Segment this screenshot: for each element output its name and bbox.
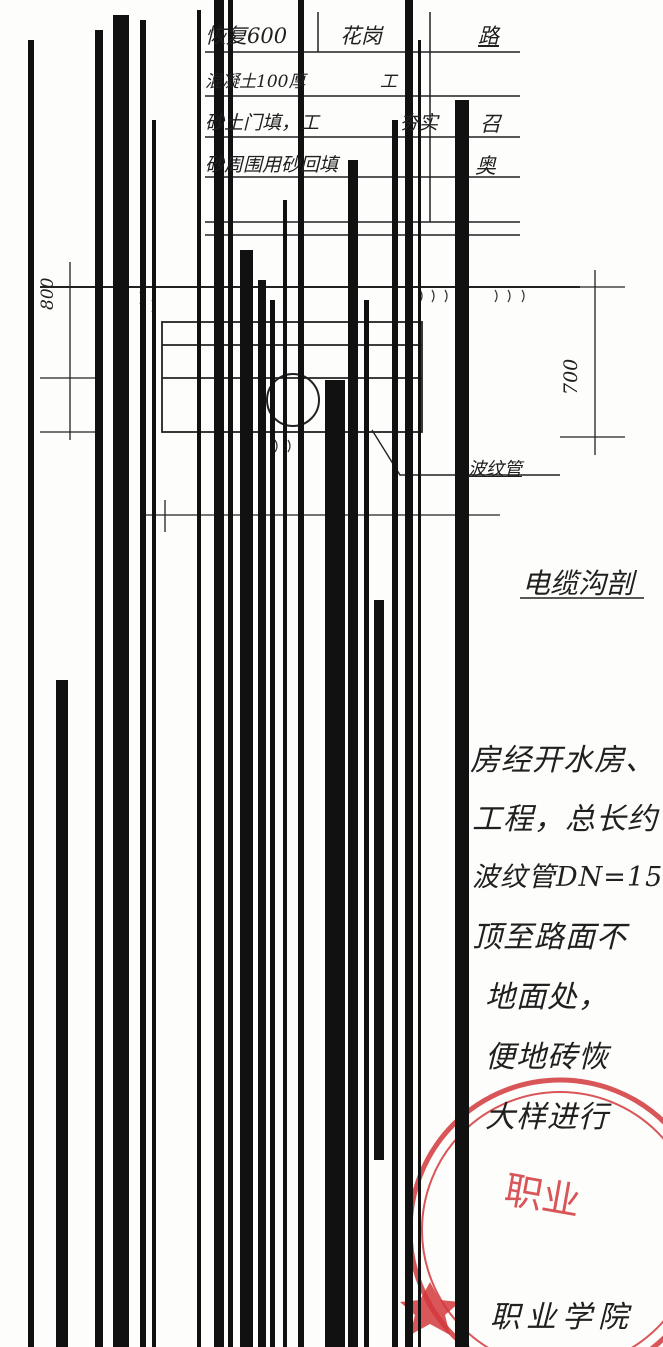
row3-left: 砂土门填，工 — [205, 112, 320, 134]
dimension-right-label: 700 — [560, 358, 582, 395]
pipe-label: 波纹管 — [468, 459, 522, 480]
row3-mid: 夯实 — [400, 112, 439, 134]
row4-right: 奥 — [475, 154, 496, 178]
note-line: 顶至路面不 — [472, 920, 627, 955]
trench-section — [161, 321, 423, 433]
row2-mid: 工 — [380, 72, 397, 92]
pipe-leader-line — [371, 429, 560, 476]
right-dimension — [560, 270, 625, 455]
conduit-pipe — [266, 373, 320, 427]
dimension-left-label: 800 — [38, 277, 58, 310]
row1-right: 路 — [478, 24, 499, 48]
row1-left: 恢复600 — [205, 24, 288, 48]
note-line: 波纹管DN=15 — [472, 862, 663, 893]
note-line: 大样进行 — [485, 1100, 609, 1135]
seal-footer-text: 职业学院 — [490, 1300, 634, 1335]
row1-mid: 花岗 — [340, 24, 382, 48]
seal-star — [400, 1282, 460, 1335]
header-table-grid — [205, 12, 520, 236]
note-line: 工程，总长约 — [472, 802, 658, 837]
row3-right: 召 — [480, 112, 501, 136]
drawing-canvas — [40, 12, 663, 1347]
section-title: 电缆沟剖 — [522, 567, 635, 600]
note-line: 便地砖恢 — [485, 1040, 609, 1075]
row2-left: 混凝土100厚 — [205, 72, 306, 92]
note-line: 地面处， — [485, 980, 609, 1015]
row4-left: 砂周围用砂回填 — [205, 154, 339, 176]
note-line: 房经开水房、 — [470, 743, 656, 778]
